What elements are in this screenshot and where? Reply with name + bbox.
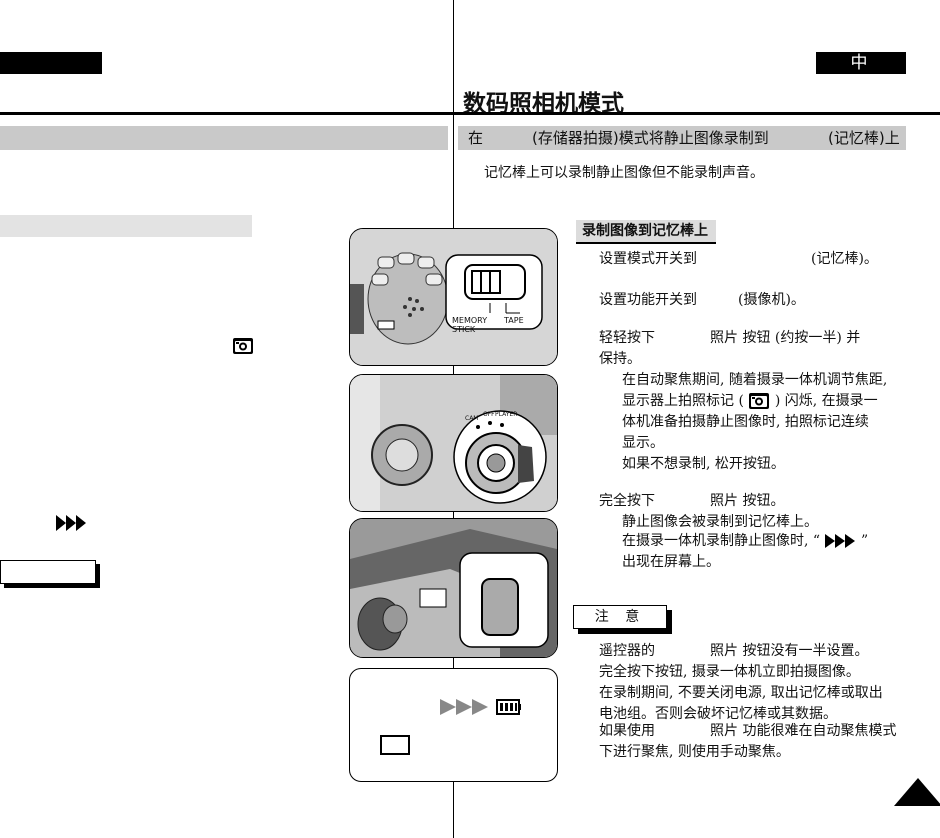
mode-indicator-box — [380, 735, 410, 755]
camcorder-side-illustration — [350, 229, 557, 365]
note4-a: 如果使用 — [599, 723, 655, 739]
language-tab: 中 文 — [816, 52, 906, 95]
note1-a: 遥控器的 — [599, 643, 655, 659]
bullet1-line2-a: 显示器上拍照标记 ( — [622, 393, 744, 409]
figure-screen-display — [349, 668, 558, 782]
recording-arrows-icon — [824, 534, 855, 548]
note-box-left — [0, 560, 96, 584]
language-tab-left — [0, 52, 102, 74]
note1-b: 照片 按钮没有一半设置。 — [710, 643, 869, 659]
section-prefix: 在 — [468, 129, 484, 147]
recording-arrows-icon — [56, 515, 86, 531]
figure-power-switch: CAM OFF PLAYER — [349, 374, 558, 512]
sub-heading-bar-left — [0, 215, 252, 237]
section-suffix: (记忆棒)上 — [828, 129, 900, 147]
figure-mode-switch: MEMORY STICK TAPE — [349, 228, 558, 366]
step3-text-c: 保持。 — [599, 351, 641, 367]
note2: 完全按下按钮, 摄录一体机立即拍摄图像。 — [599, 664, 860, 680]
recording-arrows-icon — [440, 699, 488, 715]
label-memory: MEMORY — [452, 316, 488, 325]
player-label: PLAYER — [495, 411, 518, 418]
step1-text: 设置模式开关到 — [599, 251, 697, 267]
step2-suffix: (摄像机)。 — [738, 292, 805, 308]
photo-button-illustration — [350, 519, 557, 657]
title-rule-left — [0, 112, 455, 115]
step3-bullet1-line2: 显示器上拍照标记 ( ) 闪烁, 在摄录一 — [622, 390, 878, 410]
bullet2-b: ” — [860, 533, 869, 549]
step4-bullet2: 在摄录一体机录制静止图像时, “ ” — [622, 530, 868, 550]
step4-bullet1: 静止图像会被录制到记忆棒上。 — [622, 514, 818, 530]
note4-b: 照片 功能很难在自动聚焦模式 — [710, 723, 897, 739]
sub-heading: 录制图像到记忆棒上 — [576, 220, 716, 244]
step4-text-a: 完全按下 — [599, 493, 655, 509]
step4-bullet2-line2: 出现在屏幕上。 — [622, 554, 720, 570]
intro-text: 记忆棒上可以录制静止图像但不能录制声音。 — [484, 165, 764, 181]
section-middle: (存储器拍摄)模式将静止图像录制到 — [532, 129, 769, 147]
step3-bullet1-line4: 显示。 — [622, 435, 664, 451]
photo-mark-icon — [233, 338, 253, 354]
note4-line2: 下进行聚焦, 则使用手动聚焦。 — [599, 744, 790, 760]
step3-text-a: 轻轻按下 — [599, 330, 655, 346]
off-label: OFF — [483, 411, 495, 418]
power-dial-illustration — [350, 375, 557, 511]
step3-text-b: 照片 按钮 (约按一半) 并 — [710, 330, 861, 346]
cam-label: CAM — [465, 415, 479, 422]
step2-text: 设置功能开关到 — [599, 292, 697, 308]
section-bar-left — [0, 126, 448, 150]
step3-bullet1-line3: 体机准备拍摄静止图像时, 拍照标记连续 — [622, 414, 869, 430]
step1-suffix: (记忆棒)。 — [811, 251, 878, 267]
note-label: 注 意 — [573, 605, 667, 629]
note3-line1: 在录制期间, 不要关闭电源, 取出记忆棒或取出 — [599, 685, 883, 701]
title-rule-right — [453, 112, 940, 115]
label-stick: STICK — [452, 325, 476, 334]
bullet1-line2-b: ) 闪烁, 在摄录一 — [774, 393, 878, 409]
battery-icon — [496, 699, 521, 715]
memory-stick-label: MEMORY STICK — [452, 316, 487, 334]
bullet2-a: 在摄录一体机录制静止图像时, “ — [622, 533, 821, 549]
step3-bullet2: 如果不想录制, 松开按钮。 — [622, 456, 785, 472]
section-bar: 在 (存储器拍摄)模式将静止图像录制到 (记忆棒)上 — [458, 126, 906, 150]
photo-mark-icon — [749, 393, 770, 409]
figure-photo-button — [349, 518, 558, 658]
triangle-marker-icon — [894, 778, 940, 806]
step3-bullet1-line1: 在自动聚焦期间, 随着摄录一体机调节焦距, — [622, 372, 888, 388]
tape-label: TAPE — [504, 316, 524, 325]
step4-text-b: 照片 按钮。 — [710, 493, 785, 509]
note3-line2: 电池组。否则会破坏记忆棒或其数据。 — [599, 706, 837, 722]
